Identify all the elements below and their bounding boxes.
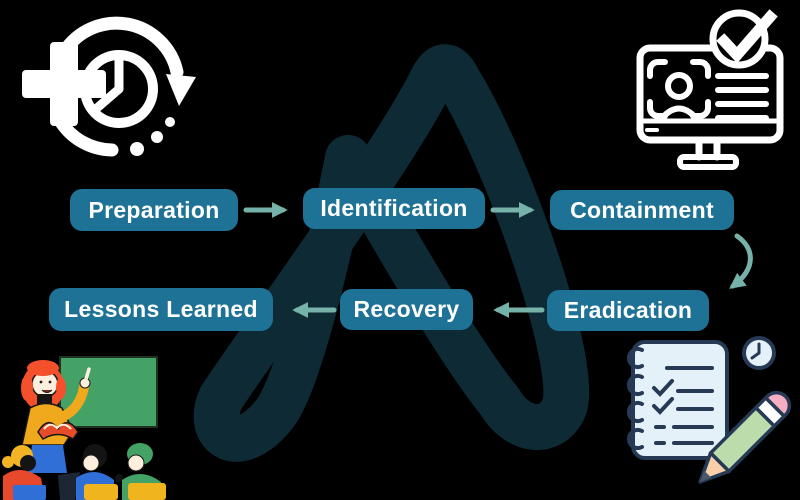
- desk-shadow: [58, 472, 80, 500]
- step-pill-identification: Identification: [303, 188, 485, 229]
- step-pill-preparation: Preparation: [70, 189, 238, 231]
- checklist-pencil-icon: [626, 336, 792, 484]
- student-right: [115, 443, 166, 500]
- history-clock-plus-icon: [22, 16, 196, 157]
- student-left: [2, 445, 46, 500]
- student-middle: [76, 444, 118, 500]
- step-pill-lessons-learned: Lessons Learned: [49, 288, 273, 331]
- step-pill-recovery: Recovery: [340, 289, 473, 330]
- teacher: [21, 360, 91, 473]
- arrow-containment-to-eradication: [729, 233, 753, 289]
- chalkboard: [59, 356, 158, 428]
- step-pill-containment: Containment: [550, 190, 734, 230]
- step-pill-eradication: Eradication: [547, 290, 709, 331]
- id-verification-monitor-icon: [636, 9, 784, 170]
- classroom-teaching-illustration: [2, 356, 166, 500]
